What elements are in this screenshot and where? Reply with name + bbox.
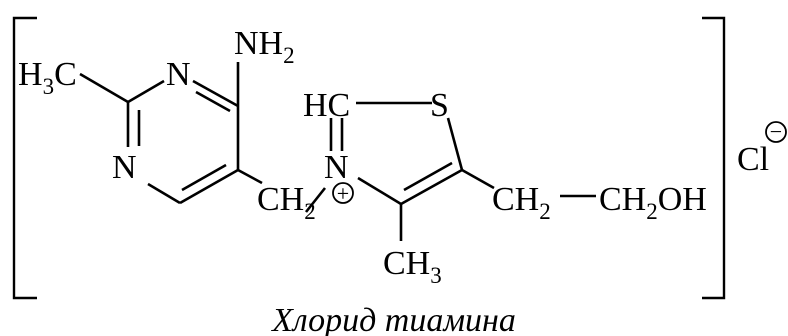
atom-n-left: N <box>112 149 137 186</box>
bond-c6-n1 <box>147 182 181 205</box>
bond-methyl-c2 <box>79 72 129 104</box>
caption: Хлорид тиамина <box>270 302 516 336</box>
bond-ch2-n <box>304 187 327 213</box>
atom-n-plus: N <box>324 149 349 186</box>
bond-c4-c5 <box>400 168 463 206</box>
bond-s-c5 <box>446 117 464 171</box>
atom-ch2-bridge: CH2 <box>257 181 316 224</box>
atom-s: S <box>430 87 449 124</box>
charge-plus-sign: + <box>337 181 349 206</box>
pyrimidine-ring <box>79 62 263 205</box>
atom-nh2: NH2 <box>234 25 295 68</box>
charge-circle <box>332 182 354 204</box>
bond-c4-c5-double <box>403 161 453 192</box>
bond-n3-c4-double <box>195 90 231 113</box>
atom-h3c: H3C <box>18 56 77 99</box>
atom-ch3: CH3 <box>383 245 442 288</box>
bond-c5-c6-double <box>181 163 227 192</box>
atom-hc: HC <box>303 87 350 124</box>
bond-n-c4 <box>357 176 402 206</box>
bond-c2-n3 <box>127 79 165 104</box>
atom-n-top: N <box>166 56 191 93</box>
atom-ch2-chain: CH2 <box>492 181 551 224</box>
right-bracket <box>702 16 726 300</box>
atom-ch2oh: CH2OH <box>599 181 707 224</box>
charge-minus-sign: − <box>770 119 782 144</box>
bond-c5-ch2 <box>237 168 263 185</box>
bond-c5-ch2 <box>461 168 495 190</box>
anion-charge: − <box>765 119 787 144</box>
cation-charge: + <box>332 181 354 206</box>
counter-ion-cl: Cl <box>737 141 769 178</box>
thiazolium-ring <box>304 101 596 241</box>
anion-charge-circle <box>765 121 787 143</box>
bond-n3-c4 <box>192 79 239 108</box>
bond-c5-c6 <box>179 168 239 205</box>
left-bracket <box>12 16 37 300</box>
